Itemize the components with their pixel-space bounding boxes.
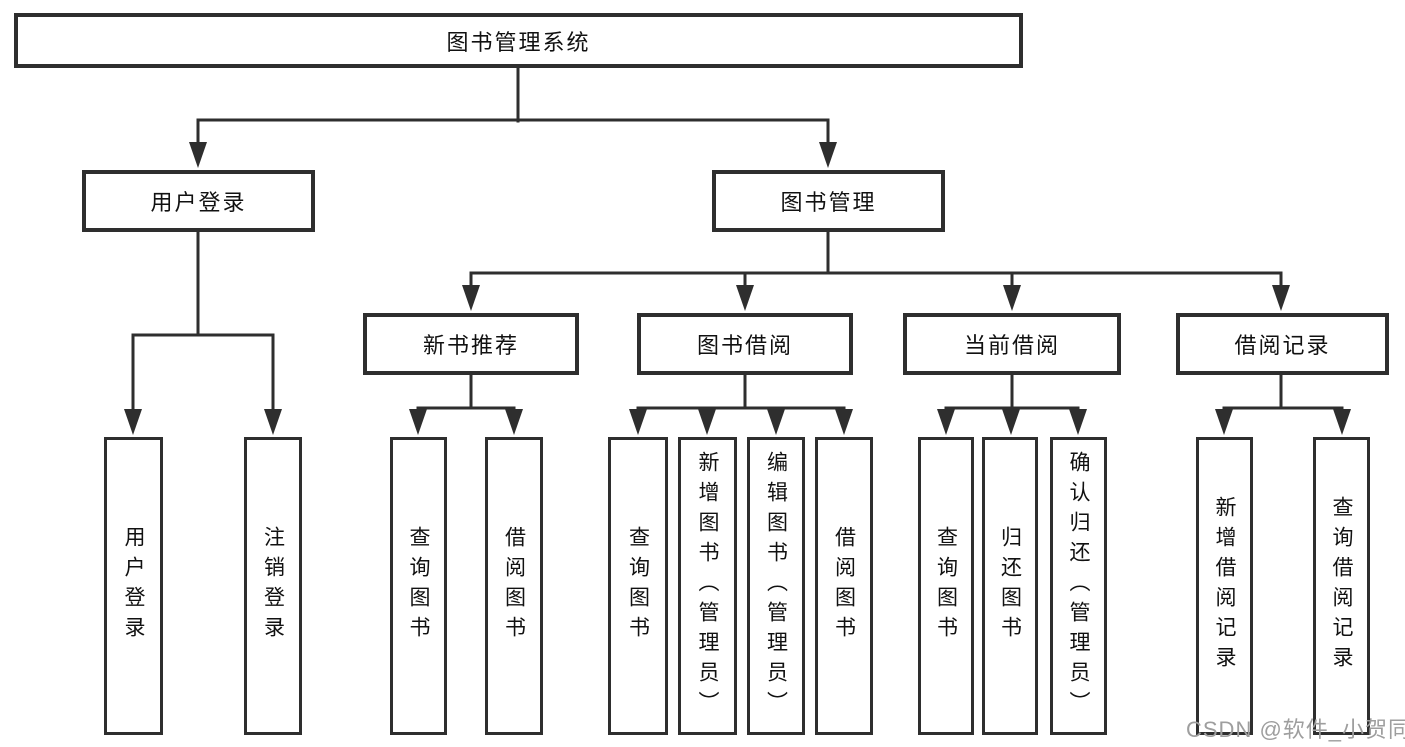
leaf-add-book-admin: 新增图书（管理员） xyxy=(678,437,737,735)
edges-new-book-recommend-to-leaves xyxy=(409,373,523,435)
leaf-edit-book-admin: 编辑图书（管理员） xyxy=(747,437,805,735)
leaf-add-borrow-record: 新增借阅记录 xyxy=(1196,437,1253,735)
leaf-query-borrow-record: 查询借阅记录 xyxy=(1313,437,1370,735)
leaf-borrow-books-borrowing: 借阅图书 xyxy=(815,437,873,735)
node-borrowing-records: 借阅记录 xyxy=(1176,313,1389,375)
edges-current-borrowing-to-leaves xyxy=(937,373,1087,435)
node-library-management-system: 图书管理系统 xyxy=(14,13,1023,68)
node-book-borrowing: 图书借阅 xyxy=(637,313,853,375)
node-user-login: 用户登录 xyxy=(82,170,315,232)
edges-book-management-to-level3 xyxy=(462,230,1290,311)
node-current-borrowing: 当前借阅 xyxy=(903,313,1121,375)
edges-root-to-level2 xyxy=(189,66,837,168)
edges-borrowing-records-to-leaves xyxy=(1215,373,1351,435)
node-new-book-recommend: 新书推荐 xyxy=(363,313,579,375)
edges-user-login-to-leaves xyxy=(124,230,282,435)
leaf-query-books-recommend: 查询图书 xyxy=(390,437,447,735)
edges-book-borrowing-to-leaves xyxy=(629,373,853,435)
leaf-query-books-borrowing: 查询图书 xyxy=(608,437,668,735)
leaf-borrow-books-recommend: 借阅图书 xyxy=(485,437,543,735)
csdn-watermark: CSDN @软件_小贺同学 xyxy=(1186,717,1405,742)
leaf-confirm-return-admin: 确认归还（管理员） xyxy=(1050,437,1107,735)
node-book-management: 图书管理 xyxy=(712,170,945,232)
leaf-query-books-current: 查询图书 xyxy=(918,437,974,735)
leaf-user-login: 用户登录 xyxy=(104,437,163,735)
leaf-return-books: 归还图书 xyxy=(982,437,1038,735)
leaf-logout: 注销登录 xyxy=(244,437,302,735)
